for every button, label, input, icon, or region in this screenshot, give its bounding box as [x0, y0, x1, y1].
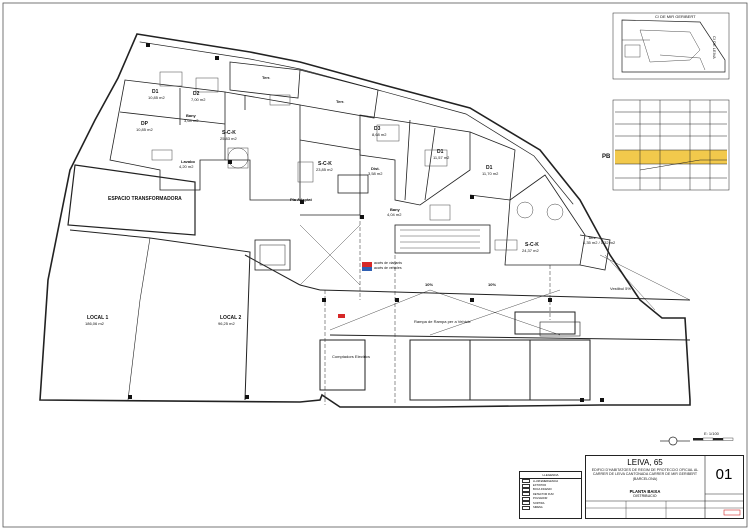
- key-plan-street-top: C/ DE MIR GERIBERT: [655, 14, 696, 19]
- legend-row: POLSADOR: [520, 496, 581, 501]
- room-label-terr2: Terr.: [336, 99, 345, 104]
- section-floor-tag: PB: [602, 154, 611, 160]
- scale-bar: [693, 437, 734, 441]
- room-area-sck2: 23,85 m2: [316, 167, 333, 172]
- title-block: LEIVA, 65 EDIFICI D'HABITATGES DE REGIM …: [585, 455, 744, 519]
- room-label-sck2: S-C-K: [318, 161, 332, 167]
- key-plan-street-side: C/ DE LEIVA: [712, 36, 717, 59]
- room-area-bany: 3,64 m2: [184, 118, 199, 123]
- room-label-espai-transformadora: ESPACIO TRANSFORMADORA: [108, 196, 182, 202]
- drawing-subtitle: DISTRIBUCIO: [633, 494, 657, 498]
- legend-box: LLEGENDA LLUM EMERGENCIA EXTINTOR BOCA I…: [519, 471, 582, 519]
- room-label-terr3: Terr.: [588, 235, 597, 240]
- project-description: EDIFICI D'HABITATGES DE REGIM DE PROTECC…: [591, 468, 699, 481]
- slope-label-1: 10%: [425, 282, 434, 287]
- room-label-sck1: S-C-K: [222, 130, 236, 136]
- room-label-terr1: Terr.: [262, 75, 271, 80]
- sign-note-pedestrian: accés de vianants: [374, 261, 403, 265]
- room-area-d1: 10,85 m2: [148, 95, 165, 100]
- room-area-dist: 3,58 m2: [368, 171, 383, 176]
- room-area-dp: 10,85 m2: [136, 127, 153, 132]
- north-arrow-icon: [660, 436, 690, 446]
- room-label-d1c: D1: [486, 165, 493, 171]
- legend-row: BOCA INCENDI: [520, 487, 581, 492]
- legend-row: DETECTOR FUM: [520, 492, 581, 497]
- room-label-local2: LOCAL 2: [220, 315, 242, 321]
- scale-bar-label: E: 1/100: [704, 431, 719, 436]
- project-title: LEIVA, 65: [627, 458, 663, 467]
- legend-row: SIRENA: [520, 505, 581, 510]
- room-label-sck3: S-C-K: [525, 242, 539, 248]
- room-label-bany2: Bany: [390, 207, 400, 212]
- key-plan: [612, 12, 730, 80]
- floor-name: PLANTA BAIXA: [629, 489, 661, 494]
- exit-sign: [338, 314, 345, 318]
- pedestrian-access-sign: [362, 262, 372, 267]
- room-label-d3: D3: [374, 126, 381, 132]
- room-label-pla-adaptat: Pla Adaptat: [290, 197, 312, 202]
- room-area-d3: 8,68 m2: [372, 132, 387, 137]
- sign-note-vehicle: accés de vehicles: [374, 266, 402, 270]
- sheet-number: 01: [715, 466, 733, 483]
- vehicle-access-sign: [362, 267, 372, 271]
- room-area-local1: 186,06 m2: [85, 321, 104, 326]
- room-area-sck3: 24,37 m2: [522, 248, 539, 253]
- room-label-dist: Dist.: [371, 166, 380, 171]
- room-area-local2: 96,25 m2: [218, 321, 235, 326]
- legend-title: LLEGENDA: [520, 472, 581, 479]
- title-block-grid: [586, 456, 743, 518]
- room-label-dp: DP: [141, 121, 148, 127]
- room-label-rampa: Rampa de Rampa per a Vehicle: [414, 319, 471, 324]
- room-area-sck1: 25,83 m2: [220, 136, 237, 141]
- room-area-d1b: 11,57 m2: [433, 155, 450, 160]
- room-label-comptadors: Comptadors Electrics: [332, 354, 371, 359]
- room-label-vestibul: Vestibul 5%: [610, 286, 631, 291]
- room-area-lavabo: 4,20 m2: [179, 164, 194, 169]
- room-area-d1c: 11,70 m2: [482, 171, 499, 176]
- room-area-terr3: 4,35 m2 / 1,32 m2: [583, 240, 616, 245]
- section-elevation: [612, 99, 730, 191]
- room-label-local1: LOCAL 1: [87, 315, 109, 321]
- room-label-lavabo: Lavabo: [181, 159, 196, 164]
- legend-row: SORTIDA: [520, 501, 581, 506]
- room-area-d2: 7,00 m2: [191, 97, 206, 102]
- room-label-bany: Bany: [186, 113, 196, 118]
- room-label-d1b: D1: [437, 149, 444, 155]
- legend-row: LLUM EMERGENCIA: [520, 479, 581, 484]
- legend-row: EXTINTOR: [520, 483, 581, 488]
- room-label-d2: D2: [193, 91, 200, 97]
- slope-label-2: 10%: [488, 282, 497, 287]
- room-area-bany2: 4,04 m2: [387, 212, 402, 217]
- room-label-d1: D1: [152, 89, 159, 95]
